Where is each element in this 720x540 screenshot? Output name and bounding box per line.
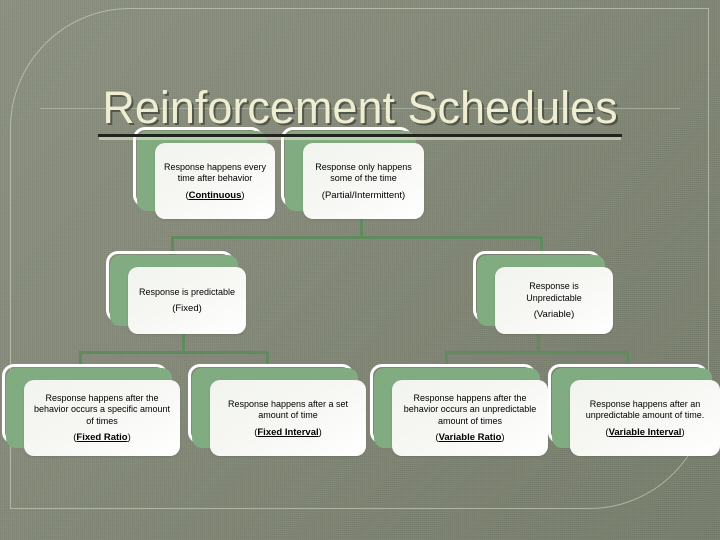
node-body-text: Response happens after a set amount of t…	[227, 398, 349, 421]
node-variable-interval[interactable]: Response happens after an unpredictable …	[548, 364, 720, 456]
node-label: (Fixed Ratio)	[30, 432, 174, 443]
label-close-paren: )	[241, 189, 245, 201]
label-close-paren: )	[681, 426, 685, 438]
label-close-paren: )	[127, 432, 131, 444]
node-card: Response is Unpredictable (Variable)	[495, 267, 613, 334]
connector-fixed-stem	[182, 333, 185, 353]
node-card: Response happens after an unpredictable …	[570, 380, 720, 456]
connector-to-fixed-ratio	[79, 351, 82, 365]
node-variable-ratio[interactable]: Response happens after the behavior occu…	[370, 364, 548, 456]
node-body-text: Response is Unpredictable	[526, 281, 582, 303]
node-card: Response happens every time after behavi…	[155, 143, 275, 219]
connector-to-variable-ratio	[445, 351, 448, 365]
connector-to-fixed	[171, 236, 174, 258]
node-fixed-ratio[interactable]: Response happens after the behavior occu…	[2, 364, 180, 456]
node-variable[interactable]: Response is Unpredictable (Variable)	[473, 251, 613, 334]
node-card: Response happens after the behavior occu…	[392, 380, 548, 456]
node-label: (Partial/Intermittent)	[309, 190, 418, 201]
label-open-paren: (	[533, 309, 537, 320]
label-open-paren: (	[185, 189, 189, 201]
label-open-paren: (	[435, 432, 439, 444]
node-label: (Variable Interval)	[576, 427, 714, 438]
page-title: Reinforcement Schedules	[98, 84, 622, 138]
label-close-paren: )	[571, 309, 575, 320]
node-fixed-interval[interactable]: Response happens after a set amount of t…	[188, 364, 366, 456]
connector-partial-bar	[171, 236, 543, 239]
node-label: (Variable Ratio)	[398, 432, 542, 443]
label-close-paren: )	[501, 432, 505, 444]
label-open-paren: (	[254, 426, 258, 438]
connector-fixed-bar	[79, 351, 269, 354]
node-label: (Fixed Interval)	[216, 427, 360, 438]
label-open-paren: (	[321, 189, 325, 201]
node-card: Response only happens some of the time (…	[303, 143, 424, 219]
label-keyword: Fixed Ratio	[76, 432, 128, 444]
node-label: (Continuous)	[161, 190, 269, 201]
label-keyword: Fixed Interval	[257, 426, 319, 438]
node-partial-intermittent[interactable]: Response only happens some of the time (…	[281, 127, 424, 219]
connector-variable-stem	[537, 333, 540, 353]
label-close-paren: )	[318, 426, 322, 438]
node-card: Response happens after the behavior occu…	[24, 380, 180, 456]
node-body-text: Response happens after the behavior occu…	[33, 392, 171, 426]
connector-to-variable-interval	[626, 351, 629, 365]
label-keyword: Variable	[536, 309, 572, 320]
node-body-text: Response happens after an unpredictable …	[585, 398, 705, 421]
label-keyword: Variable Interval	[608, 426, 682, 438]
label-close-paren: )	[402, 189, 406, 201]
label-open-paren: (	[73, 432, 77, 444]
label-close-paren: )	[198, 303, 202, 315]
connector-to-variable	[540, 236, 543, 258]
label-keyword: Variable Ratio	[438, 432, 502, 444]
node-body-text: Response is predictable	[138, 286, 236, 297]
node-label: (Variable)	[501, 309, 607, 320]
title-container: Reinforcement Schedules	[0, 54, 720, 168]
node-body-text: Response happens every time after behavi…	[163, 161, 267, 184]
label-keyword: Partial/Intermittent	[324, 189, 403, 201]
connector-partial-stem	[360, 218, 363, 238]
connector-to-fixed-interval	[266, 351, 269, 365]
node-card: Response is predictable (Fixed)	[128, 267, 246, 334]
node-fixed[interactable]: Response is predictable (Fixed)	[106, 251, 246, 334]
node-continuous[interactable]: Response happens every time after behavi…	[133, 127, 275, 219]
node-body-text: Response only happens some of the time	[315, 161, 412, 184]
node-body-text: Response happens after the behavior occu…	[403, 392, 537, 426]
label-open-paren: (	[605, 426, 609, 438]
title-divider-rule	[40, 108, 680, 109]
node-label: (Fixed)	[134, 303, 240, 314]
connector-variable-bar	[445, 351, 629, 354]
label-open-paren: (	[172, 303, 176, 315]
node-card: Response happens after a set amount of t…	[210, 380, 366, 456]
label-keyword: Fixed	[175, 303, 199, 315]
label-keyword: Continuous	[188, 189, 242, 201]
